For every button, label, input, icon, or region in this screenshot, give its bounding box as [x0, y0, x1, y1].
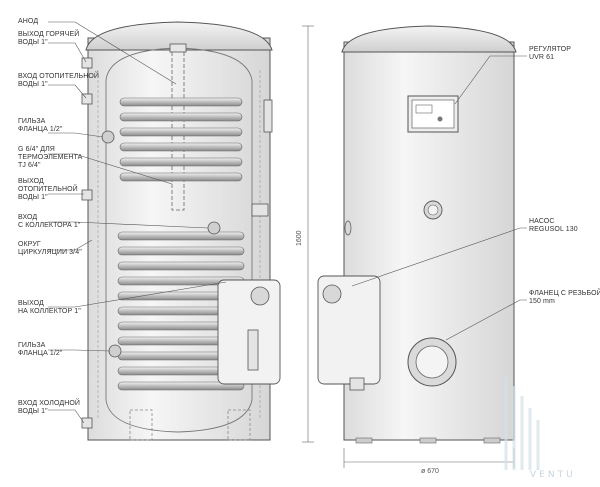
- label-anode: АНОД: [18, 18, 39, 25]
- controller-uvr61: [407, 95, 459, 133]
- inner-tank: [105, 47, 253, 433]
- flange-150mm: [407, 337, 457, 387]
- pump-regusol: [317, 275, 381, 391]
- exterior-lid: [341, 25, 517, 53]
- heating-element-port: [263, 99, 273, 133]
- cutaway-view: [81, 21, 281, 441]
- watermark-streaks: [504, 376, 540, 470]
- collector-inlet: [207, 221, 221, 235]
- exterior-feet: [355, 437, 501, 444]
- left-leader-lines: [48, 21, 227, 424]
- lower-solar-coil: [117, 231, 245, 391]
- exterior-view: [317, 25, 517, 444]
- outlet-port-right: [251, 203, 269, 217]
- left-pipe-stubs: [81, 57, 93, 429]
- dimension-height: 1600: [296, 230, 303, 246]
- right-leader-lines: [351, 55, 527, 341]
- upper-heat-coil: [119, 97, 243, 182]
- dimension-width: ø 670: [421, 468, 439, 475]
- side-port: [344, 220, 352, 236]
- pump-group-cutaway: [217, 279, 281, 385]
- sensor-sleeve-upper: [101, 130, 115, 144]
- tank-feet: [129, 409, 251, 441]
- watermark-logo: VENTU: [530, 470, 576, 480]
- sensor-sleeve-lower: [108, 344, 122, 358]
